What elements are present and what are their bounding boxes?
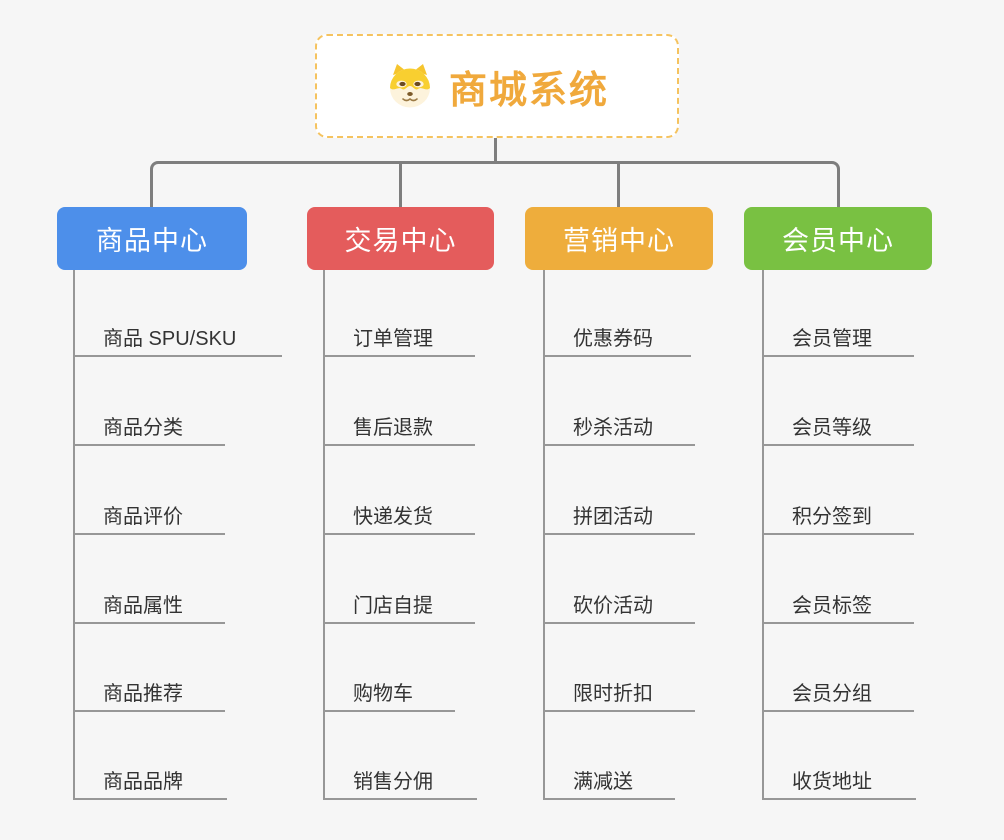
connector-bus [172, 161, 816, 164]
child-topic-label: 商品 SPU/SKU [103, 328, 237, 350]
child-topic[interactable]: 售后退款 [323, 410, 475, 446]
child-topic-label: 售后退款 [353, 417, 433, 439]
child-topic[interactable]: 购物车 [323, 676, 455, 712]
connector-root-stem [494, 138, 497, 164]
child-topic[interactable]: 商品分类 [73, 410, 225, 446]
child-topic[interactable]: 拼团活动 [543, 499, 695, 535]
child-topic[interactable]: 会员分组 [762, 676, 914, 712]
branch-spine-line [73, 270, 75, 800]
child-topic-label: 订单管理 [353, 328, 433, 350]
child-topic-label: 优惠券码 [573, 328, 653, 350]
child-topic-label: 会员等级 [792, 417, 872, 439]
child-topic-label: 会员分组 [792, 683, 872, 705]
child-topic-label: 商品属性 [103, 595, 183, 617]
branch-spine-line [762, 270, 764, 800]
child-topic[interactable]: 快递发货 [323, 499, 475, 535]
child-topic-label: 拼团活动 [573, 506, 653, 528]
branch-topic-label: 营销中心 [563, 226, 675, 256]
child-topic-label: 商品品牌 [103, 771, 183, 793]
child-topic[interactable]: 商品推荐 [73, 676, 225, 712]
connector-corner-right [814, 161, 840, 207]
child-topic-label: 销售分佣 [353, 771, 433, 793]
child-topic-label: 砍价活动 [573, 595, 653, 617]
branch-spine-line [323, 270, 325, 800]
child-topic[interactable]: 优惠券码 [543, 321, 691, 357]
root-topic-label: 商城系统 [448, 69, 609, 112]
child-topic[interactable]: 积分签到 [762, 499, 914, 535]
child-topic-label: 收货地址 [792, 771, 872, 793]
child-topic-label: 会员标签 [792, 595, 872, 617]
child-topic[interactable]: 满减送 [543, 764, 675, 800]
child-topic[interactable]: 收货地址 [762, 764, 916, 800]
branch-topic-3[interactable]: 营销中心 [525, 207, 713, 270]
child-topic[interactable]: 会员等级 [762, 410, 914, 446]
child-topic-label: 购物车 [353, 683, 413, 705]
child-topic-label: 商品分类 [103, 417, 183, 439]
child-topic-label: 商品评价 [103, 506, 183, 528]
child-topic[interactable]: 门店自提 [323, 588, 475, 624]
child-topic[interactable]: 会员管理 [762, 321, 914, 357]
child-topic-label: 会员管理 [792, 328, 872, 350]
child-topic[interactable]: 商品 SPU/SKU [73, 321, 282, 357]
child-topic[interactable]: 订单管理 [323, 321, 475, 357]
child-topic[interactable]: 商品评价 [73, 499, 225, 535]
branch-spine-line [543, 270, 545, 800]
child-topic-label: 积分签到 [792, 506, 872, 528]
child-topic-label: 满减送 [573, 771, 633, 793]
child-topic[interactable]: 销售分佣 [323, 764, 477, 800]
root-topic[interactable]: 商城系统 [315, 34, 679, 138]
branch-topic-4[interactable]: 会员中心 [744, 207, 932, 270]
child-topic[interactable]: 商品品牌 [73, 764, 227, 800]
child-topic[interactable]: 秒杀活动 [543, 410, 695, 446]
branch-topic-label: 交易中心 [344, 226, 457, 256]
branch-topic-1[interactable]: 商品中心 [57, 207, 247, 270]
child-topic-label: 快递发货 [353, 506, 433, 528]
child-topic-label: 限时折扣 [573, 683, 653, 705]
child-topic[interactable]: 商品属性 [73, 588, 225, 624]
branch-topic-label: 商品中心 [96, 226, 208, 256]
child-topic-label: 商品推荐 [103, 683, 183, 705]
child-topic[interactable]: 砍价活动 [543, 588, 695, 624]
doge-face-icon [389, 64, 430, 108]
connector-stub-branch-2 [399, 161, 402, 207]
branch-topic-2[interactable]: 交易中心 [307, 207, 494, 270]
child-topic-label: 门店自提 [353, 595, 433, 617]
branch-topic-label: 会员中心 [782, 226, 894, 256]
connector-corner-left [150, 161, 176, 207]
child-topic-label: 秒杀活动 [573, 417, 653, 439]
connector-stub-branch-3 [617, 161, 620, 207]
child-topic[interactable]: 限时折扣 [543, 676, 695, 712]
child-topic[interactable]: 会员标签 [762, 588, 914, 624]
